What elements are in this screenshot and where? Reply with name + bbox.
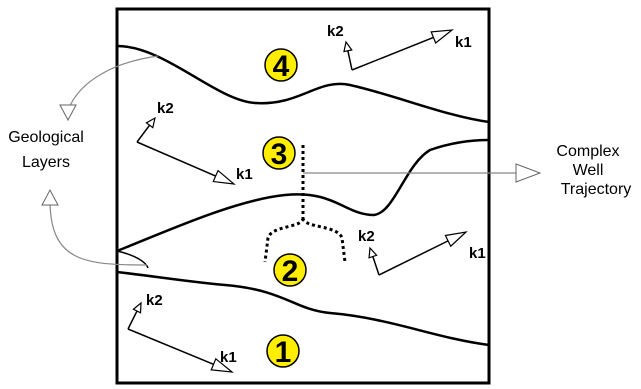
k1-label-b: k1 — [236, 166, 253, 183]
layer-badge-3: 3 — [262, 136, 296, 171]
layer-number-2: 2 — [282, 255, 299, 288]
permeability-axes — [127, 29, 468, 373]
k1-label-a: k1 — [455, 34, 472, 51]
well-trajectory-label-line2: Well — [573, 162, 604, 179]
arrowhead-well-icon — [515, 163, 542, 183]
layer-boundary-2-1 — [116, 270, 490, 347]
k2-axis-3-shaft — [127, 310, 138, 330]
k1-axis-2-shaft — [378, 240, 449, 276]
layer-number-4: 4 — [273, 50, 290, 83]
layer-number-3: 3 — [271, 138, 288, 171]
k2-axis-0-shaft — [347, 50, 353, 71]
k1-axis-0-arrowhead-icon — [430, 29, 454, 44]
arrowhead-bottom-geological-icon — [41, 188, 59, 206]
layer-badge-1: 1 — [266, 334, 300, 369]
k1-label-d: k1 — [220, 349, 237, 366]
k1-axis-0-shaft — [351, 36, 434, 71]
connector-top-geological — [67, 55, 159, 111]
k2-label-c: k2 — [358, 228, 375, 245]
geological-layers-label-line2: Layers — [22, 154, 70, 171]
k2-label-b: k2 — [157, 100, 174, 117]
layer-boundary-4-3 — [116, 44, 490, 124]
layer-number-1: 1 — [275, 336, 292, 369]
domain-frame — [115, 7, 491, 385]
layer-boundary-wedge — [116, 250, 149, 269]
k2-axis-1-arrowhead-icon — [145, 116, 156, 129]
layer-boundary-3-2 — [116, 138, 490, 253]
k2-axis-2-arrowhead-icon — [368, 246, 378, 259]
k2-axis-0-arrowhead-icon — [343, 40, 353, 53]
k2-axis-2-shaft — [372, 256, 380, 276]
k2-axis-3-arrowhead-icon — [132, 301, 142, 314]
layer-badge-2: 2 — [273, 253, 307, 288]
layer-badge-4: 4 — [264, 48, 298, 83]
well-trajectory-label-line1: Complex — [556, 143, 619, 160]
connector-bottom-geological — [49, 199, 148, 266]
k1-axis-3-arrowhead-icon — [210, 357, 234, 373]
k2-label-d: k2 — [146, 292, 163, 309]
k1-axis-3-shaft — [127, 328, 214, 366]
k2-axis-1-shaft — [136, 124, 151, 143]
k1-axis-1-arrowhead-icon — [212, 169, 236, 185]
well-trajectory-label-line3: Trajectory — [561, 181, 632, 198]
k2-label-a: k2 — [327, 23, 344, 40]
k1-axis-1-shaft — [136, 141, 216, 177]
arrowhead-top-geological-icon — [59, 104, 77, 122]
geological-layers-label-line1: Geological — [8, 129, 84, 146]
well-trajectory — [263, 145, 347, 263]
k1-label-c: k1 — [469, 245, 486, 262]
k1-axis-2-arrowhead-icon — [444, 231, 468, 248]
